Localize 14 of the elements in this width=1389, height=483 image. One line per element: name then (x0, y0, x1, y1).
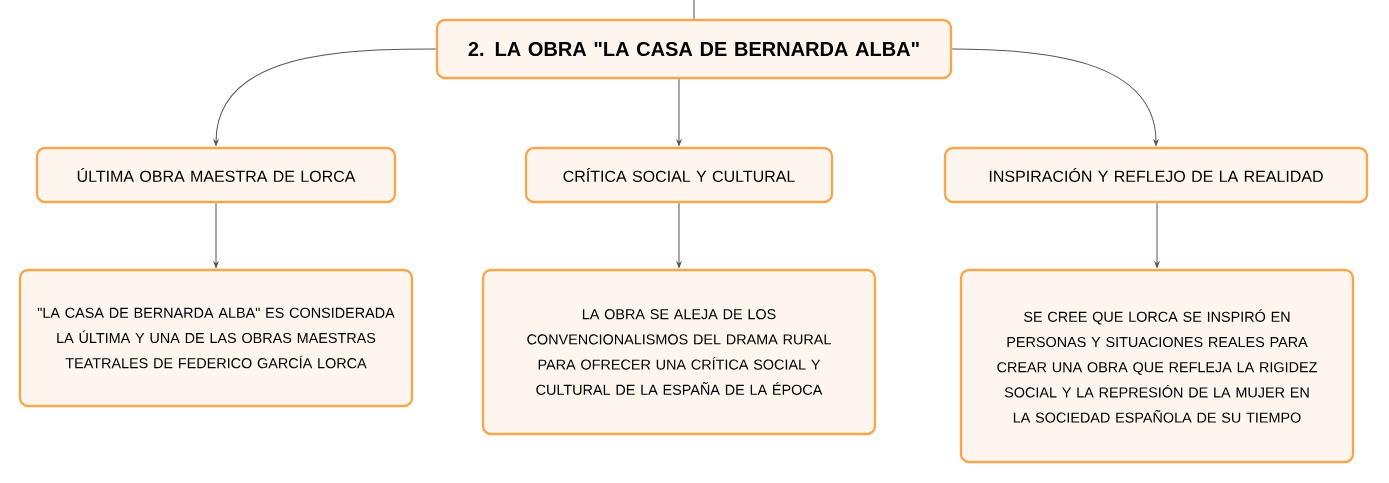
title-box: 2. LA OBRA "LA CASA DE BERNARDA ALBA" (435, 18, 953, 80)
connector (951, 48, 1159, 146)
description-box: LA OBRA SE ALEJA DE LOS CONVENCIONALISMOS DEL DRAMA RURAL PARA OFRECER UNA CRÍTICA SOCIAL Y CULTURAL DE LA ESPAÑA DE LA ÉPOCA (481, 268, 877, 436)
connector (213, 48, 437, 146)
topic-box: INSPIRACIÓN Y REFLEJO DE LA REALIDAD (943, 146, 1369, 204)
topic-box: ÚLTIMA OBRA MAESTRA DE LORCA (35, 146, 397, 204)
connector (676, 78, 682, 146)
connector (1154, 202, 1160, 268)
description-box: "LA CASA DE BERNARDA ALBA" ES CONSIDERADA LA ÚLTIMA Y UNA DE LAS OBRAS MAESTRAS TEATRALES DE FEDERICO GARCÍA LORCA (18, 268, 414, 408)
topic-box: CRÍTICA SOCIAL Y CULTURAL (524, 146, 834, 204)
connector (676, 202, 682, 268)
connector (213, 202, 219, 268)
description-box: SE CREE QUE LORCA SE INSPIRÓ EN PERSONAS Y SITUACIONES REALES PARA CREAR UNA OBRA QUE REFLEJA LA RIGIDEZ SOCIAL Y LA REPRESIÓN DE LA MUJER EN LA SOCIEDAD ESPAÑOLA DE SU TIEMPO (959, 268, 1355, 464)
connector (693, 0, 695, 20)
